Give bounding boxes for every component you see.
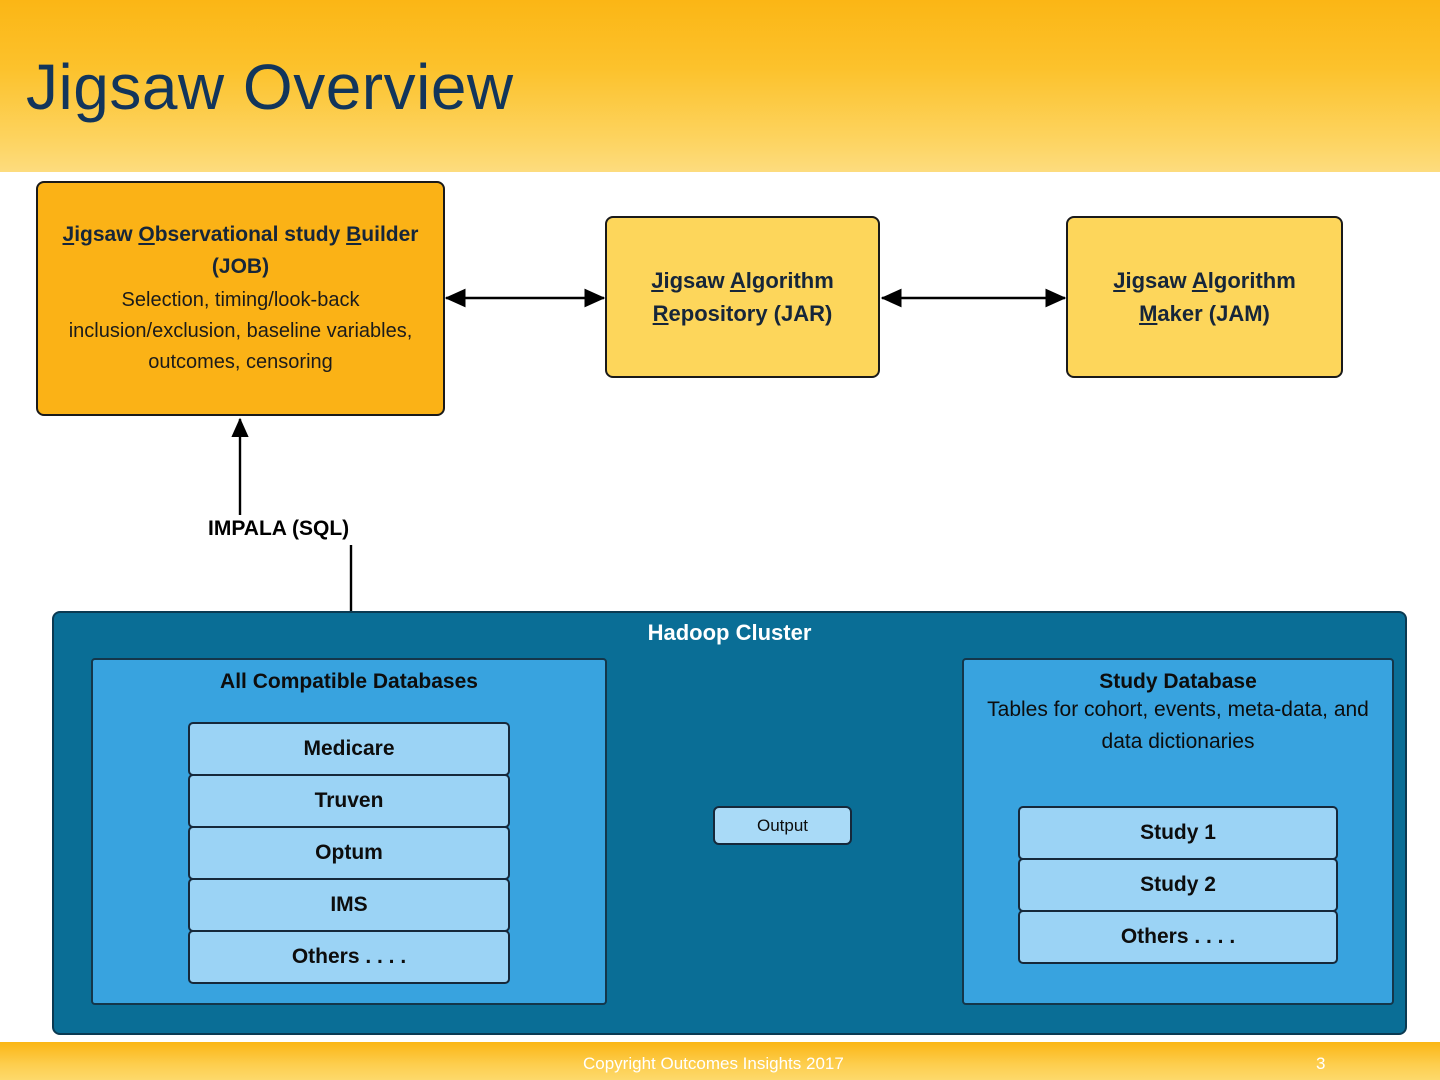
list-item[interactable]: Study 2 <box>1018 858 1338 912</box>
list-item[interactable]: Medicare <box>188 722 510 776</box>
list-item[interactable]: IMS <box>188 878 510 932</box>
hadoop-cluster-container: Hadoop Cluster All Compatible Databases … <box>52 611 1407 1035</box>
panel-study-title: Study Database <box>1099 670 1257 693</box>
page-title: Jigsaw Overview <box>26 51 514 123</box>
list-item[interactable]: Others . . . . <box>1018 910 1338 964</box>
panel-databases-title: All Compatible Databases <box>220 670 478 693</box>
list-item[interactable]: Others . . . . <box>188 930 510 984</box>
node-output[interactable]: Output <box>713 806 852 845</box>
list-item[interactable]: Optum <box>188 826 510 880</box>
study-item-list: Study 1 Study 2 Others . . . . <box>1018 806 1338 964</box>
connector-impala-label: IMPALA (SQL) <box>208 517 350 540</box>
node-job-description: Selection, timing/look-back inclusion/ex… <box>68 289 413 373</box>
footer-copyright: Copyright Outcomes Insights 2017 <box>583 1054 844 1073</box>
panel-study-database: Study Database Tables for cohort, events… <box>962 658 1394 1005</box>
footer-page-number: 3 <box>1316 1054 1326 1073</box>
slide-footer-band <box>0 1042 1440 1080</box>
hadoop-cluster-title: Hadoop Cluster <box>647 620 812 645</box>
node-jigsaw-observational-study-builder[interactable]: Jigsaw Observational study Builder (JOB)… <box>36 181 445 416</box>
panel-all-compatible-databases: All Compatible Databases Medicare Truven… <box>91 658 607 1005</box>
database-item-list: Medicare Truven Optum IMS Others . . . . <box>188 722 510 984</box>
list-item[interactable]: Study 1 <box>1018 806 1338 860</box>
slide-header-band <box>0 0 1440 172</box>
list-item[interactable]: Truven <box>188 774 510 828</box>
node-job-title: Jigsaw Observational study Builder (JOB) <box>62 223 419 278</box>
panel-study-subtitle: Tables for cohort, events, meta-data, an… <box>987 698 1369 753</box>
